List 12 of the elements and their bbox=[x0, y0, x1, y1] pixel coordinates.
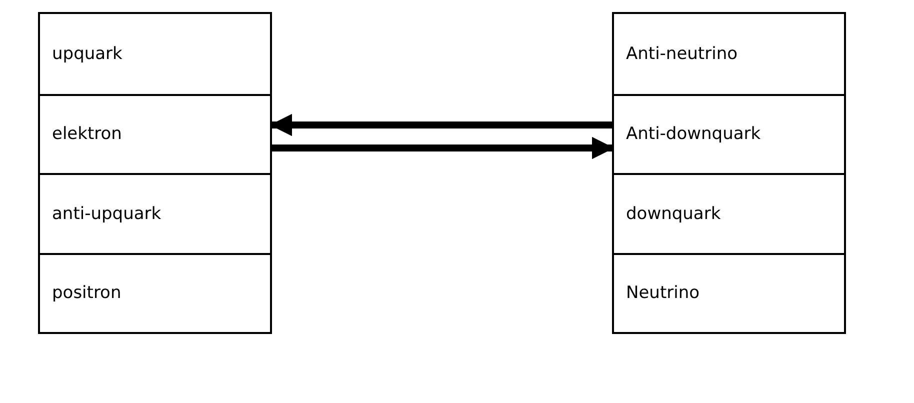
particle-label: positron bbox=[52, 283, 122, 304]
arrow bbox=[270, 114, 612, 136]
particle-label: Anti-neutrino bbox=[626, 44, 738, 64]
particle-label: anti-upquark bbox=[52, 204, 162, 224]
column-frame bbox=[612, 12, 846, 334]
column-frame bbox=[38, 12, 272, 334]
particle-label: Neutrino bbox=[626, 283, 700, 304]
particle-label: Anti-downquark bbox=[626, 124, 761, 144]
particle-label: upquark bbox=[52, 44, 122, 64]
particle-label: downquark bbox=[626, 204, 721, 224]
arrow bbox=[272, 136, 614, 160]
particle-label: elektron bbox=[52, 124, 122, 144]
